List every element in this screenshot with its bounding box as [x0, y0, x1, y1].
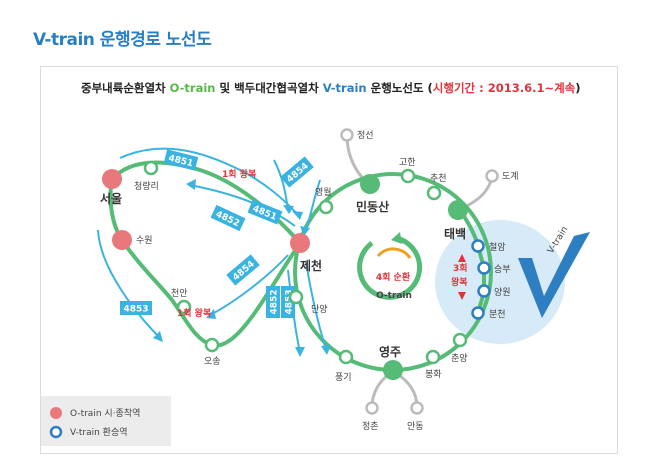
station-chucheon[interactable] [426, 185, 442, 201]
label-yeongwol: 영월 [315, 186, 332, 198]
label-jeongseon: 정선 [357, 130, 374, 141]
station-yeongwol[interactable] [318, 199, 334, 215]
train-tag-4853-v: 4853 [285, 289, 295, 314]
label-andong: 안동 [407, 421, 424, 432]
station-buncheon[interactable] [471, 306, 485, 320]
label-yangwon: 양원 [494, 287, 511, 298]
label-mindungsan: 민동산 [356, 199, 389, 214]
station-bonghwa[interactable] [425, 349, 441, 365]
label-yeongju: 영주 [379, 344, 401, 359]
label-chunyang: 춘양 [451, 353, 468, 364]
label-chucheon: 추천 [430, 173, 447, 184]
note-once-round-top: 1회 왕복 [222, 168, 256, 180]
train-tag-4853-l: 4853 [123, 305, 148, 315]
station-suwon[interactable] [112, 230, 132, 250]
legend: O-train 시·종착역 V-train 환승역 [41, 396, 171, 446]
station-chunyang[interactable] [452, 332, 468, 348]
transfer-stations [471, 239, 491, 320]
station-cheonan[interactable] [176, 299, 192, 315]
major-stations [360, 174, 468, 380]
station-dogye[interactable] [485, 169, 499, 183]
label-suwon: 수원 [136, 235, 153, 246]
legend-transfer-icon [49, 425, 63, 439]
three-round-arrows [458, 254, 466, 300]
terminal-stations [102, 169, 310, 253]
station-yeongju[interactable] [383, 360, 403, 380]
label-jeongchon: 정촌 [362, 421, 379, 432]
station-danyang[interactable] [288, 289, 304, 305]
station-osong[interactable] [204, 337, 220, 353]
legend-transfer-label: V-train 환승역 [70, 426, 128, 438]
note-otrain-logo: O-train [376, 291, 412, 301]
label-danyang: 단양 [311, 304, 328, 315]
station-cheoram[interactable] [471, 239, 485, 253]
note-once-round-bottom: 1회 왕복 [177, 307, 211, 319]
station-taebaek[interactable] [448, 200, 468, 220]
label-punggi: 풍기 [335, 372, 352, 383]
label-taebaek: 태백 [444, 226, 466, 241]
station-jecheon[interactable] [290, 233, 310, 253]
station-seungbu[interactable] [477, 261, 491, 275]
station-seoul[interactable] [102, 169, 122, 189]
label-osong: 오송 [204, 356, 221, 367]
label-dogye: 도계 [502, 170, 519, 182]
station-mindungsan[interactable] [360, 174, 380, 194]
otrain-circle-logo: 4회 순환 O-train [357, 232, 423, 301]
station-jeongchon[interactable] [365, 401, 379, 415]
label-cheonan: 천안 [171, 288, 188, 299]
label-cheongnyangni: 청량리 [134, 180, 159, 192]
label-seungbu: 승부 [494, 264, 511, 275]
station-andong[interactable] [410, 401, 424, 415]
station-gohan[interactable] [400, 168, 416, 184]
note-three-round-bottom: 왕복 [451, 276, 468, 288]
station-punggi[interactable] [338, 349, 354, 365]
label-jecheon: 제천 [300, 258, 322, 273]
map-heading: 중부내륙순환열차 O-train 및 백두대간협곡열차 V-train 운행노선… [81, 81, 581, 95]
note-circle-4: 4회 순환 [376, 271, 411, 283]
vtrain-area [435, 220, 565, 344]
label-seoul: 서울 [100, 191, 122, 206]
label-cheoram: 철암 [489, 241, 506, 253]
page-title: V-train 운행경로 노선도 [33, 30, 212, 50]
label-buncheon: 분천 [489, 309, 506, 320]
station-yangwon[interactable] [477, 284, 491, 298]
station-labels: 서울 청량리 수원 천안 오송 제천 영월 민동산 정선 고한 추천 태백 도계… [100, 130, 519, 432]
legend-terminal-icon [50, 407, 62, 419]
label-gohan: 고한 [399, 157, 416, 168]
small-stations [143, 160, 468, 365]
label-bonghwa: 봉화 [425, 369, 442, 380]
legend-terminal-label: O-train 시·종착역 [70, 408, 140, 419]
vtrain-logo-icon [518, 232, 590, 318]
note-three-round-top: 3회 [453, 262, 468, 274]
train-tag-4852-v: 4852 [270, 289, 280, 314]
station-jeongseon[interactable] [340, 128, 354, 142]
station-cheongnyangni[interactable] [143, 160, 159, 176]
